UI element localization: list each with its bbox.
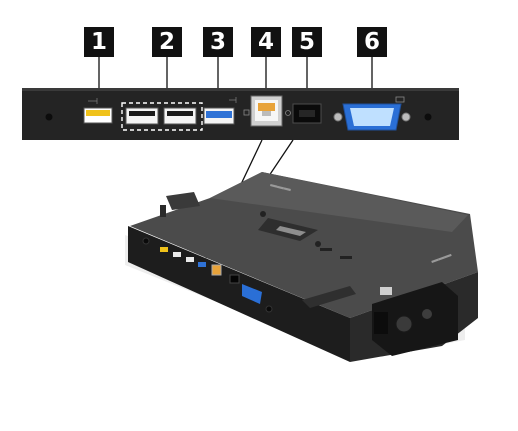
power-icon xyxy=(285,110,291,116)
dock-power-jack xyxy=(229,274,240,284)
dock-connector-pins xyxy=(276,226,306,236)
dock-slot-b xyxy=(340,256,352,259)
usb-port-a-tongue xyxy=(129,111,155,116)
panel-screw-left xyxy=(45,113,53,121)
dock-vga xyxy=(242,284,262,304)
docking-station: ▬▬▬ ▬▬▬ xyxy=(125,172,478,362)
dock-rear-ridge xyxy=(210,172,468,232)
ethernet-icon xyxy=(243,109,250,116)
dock-screw-right xyxy=(265,305,273,313)
power-connector-pins xyxy=(299,110,315,117)
dock-eject-key xyxy=(380,287,392,295)
panel-screw-right xyxy=(424,113,432,121)
callout-2: 2 xyxy=(152,27,182,57)
usb3-blue-port xyxy=(203,107,235,125)
usb-port-pair xyxy=(121,102,203,131)
callout-6: 6 xyxy=(357,27,387,57)
dock-usb-b xyxy=(186,257,194,262)
usb-icon xyxy=(88,98,98,104)
brand-mark-top: ▬▬▬ xyxy=(270,181,292,193)
vga-port xyxy=(333,103,411,131)
vga-port-pins xyxy=(350,108,394,126)
dock-vent xyxy=(374,312,388,334)
dock-left-clip xyxy=(160,205,166,217)
callout-5: 5 xyxy=(292,27,322,57)
dock-screw-left xyxy=(142,237,150,245)
usb-yellow-port xyxy=(83,107,113,124)
dock-lock-button xyxy=(422,309,432,319)
dock-guide-pin-left xyxy=(260,211,266,217)
callout-1: 1 xyxy=(84,27,114,57)
vga-screw-left xyxy=(333,112,343,122)
dock-ethernet xyxy=(211,264,222,276)
ethernet-port xyxy=(250,95,283,127)
rear-panel-closeup xyxy=(22,88,459,140)
dock-slot-a xyxy=(320,248,332,251)
usb-port-b-tongue xyxy=(167,111,193,116)
monitor-icon xyxy=(395,96,405,103)
dock-usb-yellow xyxy=(160,247,168,252)
callout-4: 4 xyxy=(251,27,281,57)
callout-3: 3 xyxy=(203,27,233,57)
dock-front-latch xyxy=(302,286,356,308)
dock-front-face xyxy=(128,226,350,362)
dock-power-button xyxy=(395,315,413,333)
ethernet-contacts xyxy=(258,103,275,111)
usb3-port-tongue xyxy=(206,111,232,118)
usb3-icon xyxy=(229,97,237,103)
dock-usb-a xyxy=(173,252,181,257)
dock-usb3 xyxy=(198,262,206,267)
usb-pair-dashed-box xyxy=(121,102,203,131)
ethernet-latch-notch xyxy=(262,111,271,116)
vga-screw-right xyxy=(401,112,411,122)
rear-panel-top-edge xyxy=(22,88,459,91)
power-connector xyxy=(292,103,322,124)
dock-power-block xyxy=(372,282,458,356)
usb-yellow-tongue xyxy=(86,110,110,116)
dock-left-tab xyxy=(166,192,200,210)
dock-guide-pin-right xyxy=(315,241,321,247)
